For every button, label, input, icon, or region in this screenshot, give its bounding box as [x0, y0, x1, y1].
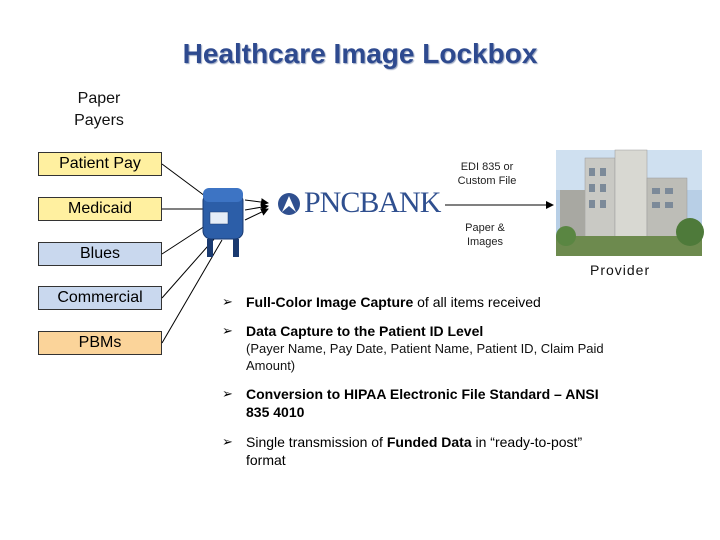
provider-label: Provider: [590, 262, 651, 278]
paper-payers-label: Paper Payers: [60, 88, 138, 132]
bullet-3-bold: Conversion to HIPAA Electronic File Stan…: [246, 386, 599, 420]
bullet-1-bold: Full-Color Image Capture: [246, 294, 414, 310]
bullet-4-rest: in “ready-to-post” format: [246, 434, 583, 468]
payer-box-patient-pay: Patient Pay: [38, 152, 162, 176]
line-blues: [161, 225, 206, 255]
edi-label-line1: EDI 835 or: [460, 161, 514, 173]
line-commercial: [161, 237, 216, 299]
building-photo-icon: [556, 149, 704, 256]
edi-label-line2: Custom File: [457, 175, 517, 187]
payer-box-medicaid: Medicaid: [38, 197, 162, 221]
bullet-2-sub: (Payer Name, Pay Date, Patient Name, Pat…: [246, 341, 604, 373]
page-title: Healthcare Image Lockbox: [182, 38, 538, 69]
bullet-item: ➢ Data Capture to the Patient ID Level (…: [222, 322, 632, 374]
payer-box-blues: Blues: [38, 242, 162, 266]
bullet-arrow-icon: ➢: [222, 323, 233, 338]
payer-box-pbms: PBMs: [38, 331, 162, 355]
bullet-item: ➢ Conversion to HIPAA Electronic File St…: [222, 385, 632, 421]
bullet-1-rest: of all items received: [413, 294, 541, 310]
paper-images-line1: Paper &: [465, 222, 505, 234]
paper-payers-line2: Payers: [74, 112, 124, 129]
pnc-bank-logo-text: PNCBANK: [304, 186, 441, 219]
line-patient-pay: [161, 163, 206, 197]
bullet-4-bold: Funded Data: [386, 434, 472, 450]
payer-box-commercial: Commercial: [38, 286, 162, 310]
paper-payers-line1: Paper: [77, 90, 121, 107]
bullet-arrow-icon: ➢: [222, 386, 233, 401]
edi-label: EDI 835 or Custom File: [445, 160, 529, 188]
paper-images-line2: Images: [466, 236, 504, 248]
bullet-item: ➢ Single transmission of Funded Data in …: [222, 433, 632, 469]
bullet-arrow-icon: ➢: [222, 294, 233, 309]
bullet-arrow-icon: ➢: [222, 434, 233, 449]
line-pbms: [161, 239, 223, 344]
bullet-2-bold: Data Capture to the Patient ID Level: [246, 323, 484, 339]
pnc-logo-icon: [278, 193, 300, 215]
mailbox-icon: [202, 188, 244, 257]
paper-images-label: Paper & Images: [452, 221, 518, 249]
bullet-item: ➢ Full-Color Image Capture of all items …: [222, 293, 632, 311]
bullet-4-pre: Single transmission of: [246, 434, 387, 450]
